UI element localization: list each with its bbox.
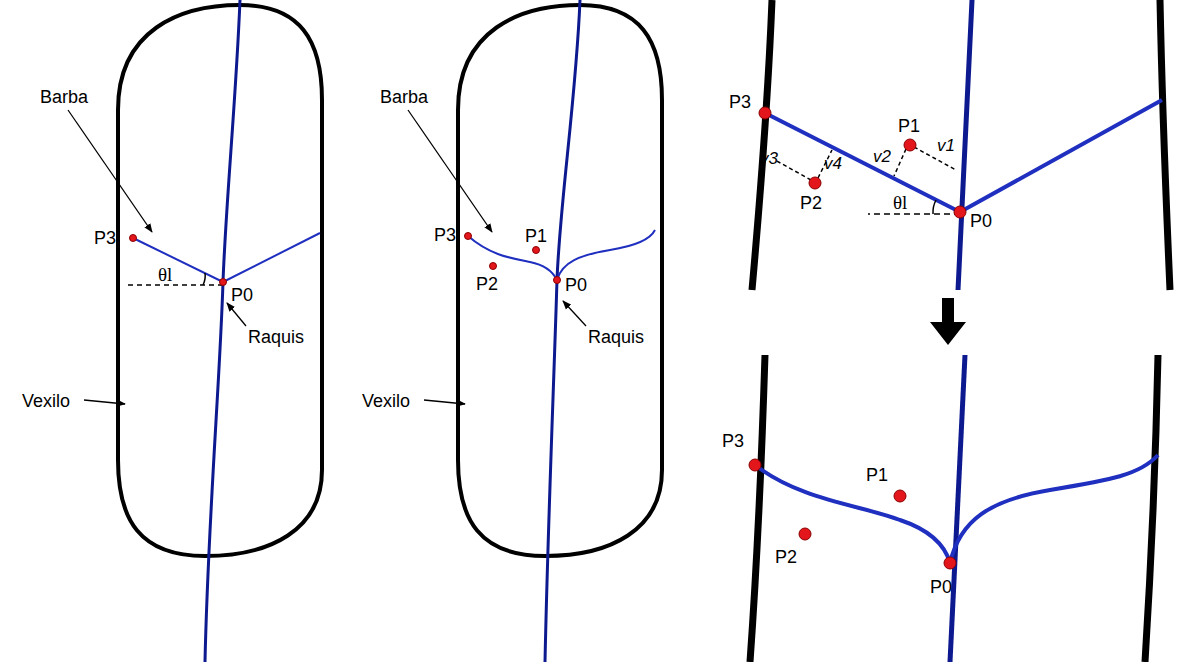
reference-line [868,213,960,215]
panel-curved [408,0,662,662]
distance-label: v4 [824,155,842,172]
distance-line [775,160,811,180]
leader-line [408,110,492,232]
point-label: P2 [476,275,498,293]
point-dot [954,206,966,218]
rachis [205,0,240,662]
vane-outline [458,5,662,556]
leader-line [84,400,125,404]
point-dot [554,277,561,284]
distance-line [894,149,906,176]
detail-straight [752,0,1170,290]
point-dot [799,528,811,540]
point-dot [533,247,540,254]
panel-straight [68,0,322,662]
rachis [950,355,965,662]
barb [960,100,1162,212]
part-label: Vexilo [22,392,70,410]
part-label: Vexilo [362,392,410,410]
point-dot [944,557,956,569]
point-label: P0 [565,276,587,294]
point-dot [904,139,916,151]
point-dot [490,263,497,270]
point-label: P2 [775,548,797,566]
reference-line [128,284,223,286]
leader-line [227,303,246,326]
part-label: Raquis [588,328,644,346]
part-label: Barba [40,88,88,106]
vane-edge [1160,0,1170,290]
rachis [545,0,580,662]
leader-line [563,301,586,326]
angle-label: θl [893,193,907,212]
barb [765,113,960,212]
leader-line [68,110,152,232]
point-label: P3 [94,229,116,247]
point-dot [465,233,472,240]
vane-edge [1145,355,1158,662]
point-label: P3 [434,226,456,244]
point-label: P3 [729,93,751,111]
transform-arrow [930,298,966,345]
point-dot [130,235,137,242]
leader-line [424,400,465,404]
part-label: Raquis [248,328,304,346]
point-dot [759,107,771,119]
part-label: Barba [380,88,428,106]
point-label: P2 [800,194,822,212]
point-dot [749,459,761,471]
point-dot [809,177,821,189]
point-label: P1 [898,117,920,135]
distance-label: v1 [937,137,955,154]
rachis [958,0,972,290]
point-label: P0 [970,212,992,230]
barb [557,230,655,280]
point-label: P1 [866,466,888,484]
point-label: P3 [722,432,744,450]
vane-edge [752,0,772,290]
angle-label: θl [158,265,172,284]
vane-outline [118,5,322,556]
vane-edge [750,355,765,662]
point-label: P0 [930,578,952,596]
angle-arc [203,273,205,285]
point-label: P0 [231,286,253,304]
barb [223,233,320,282]
point-dot [220,279,227,286]
angle-arc [933,200,936,214]
point-dot [894,490,906,502]
barb [133,238,223,282]
barb [950,455,1158,563]
detail-curved [749,355,1158,662]
distance-label: v2 [873,148,891,165]
point-label: P1 [525,227,547,245]
distance-label: v3 [760,150,778,167]
